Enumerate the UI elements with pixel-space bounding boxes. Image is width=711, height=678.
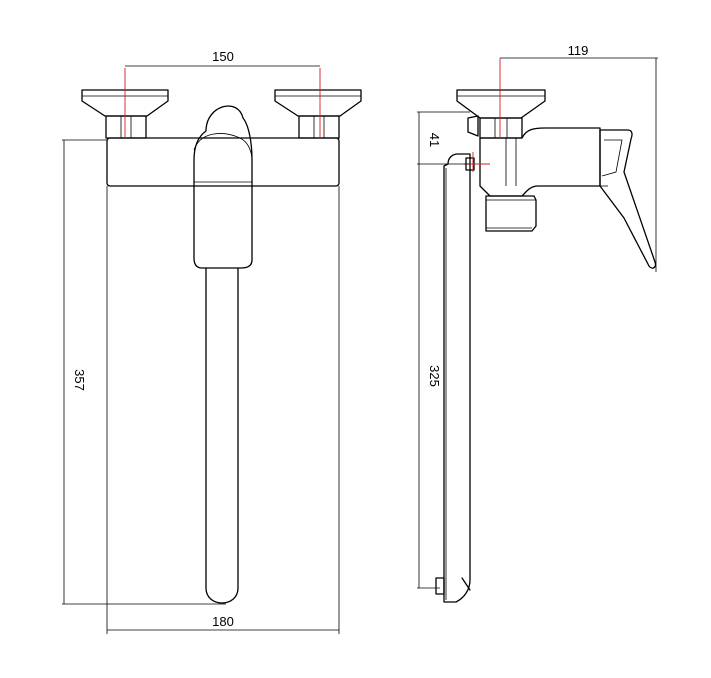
side-handle [456, 89, 546, 139]
front-spout [205, 267, 239, 604]
dim-handle-spacing: 150 [212, 49, 234, 64]
dim-side-offset: 41 [427, 133, 442, 147]
front-body-bar [106, 137, 340, 187]
dim-body-width: 180 [212, 614, 234, 629]
side-view: 119 41 325 [417, 43, 658, 603]
side-body [479, 127, 601, 197]
side-spout [443, 153, 471, 603]
dim-front-height: 357 [72, 369, 87, 391]
side-lever [599, 129, 657, 269]
side-lower-connector [485, 195, 537, 232]
front-central-column [193, 105, 253, 269]
dim-side-height: 325 [427, 365, 442, 387]
dim-side-projection: 119 [568, 43, 589, 58]
front-right-handle [274, 89, 362, 139]
front-view: 150 180 357 [62, 49, 362, 634]
